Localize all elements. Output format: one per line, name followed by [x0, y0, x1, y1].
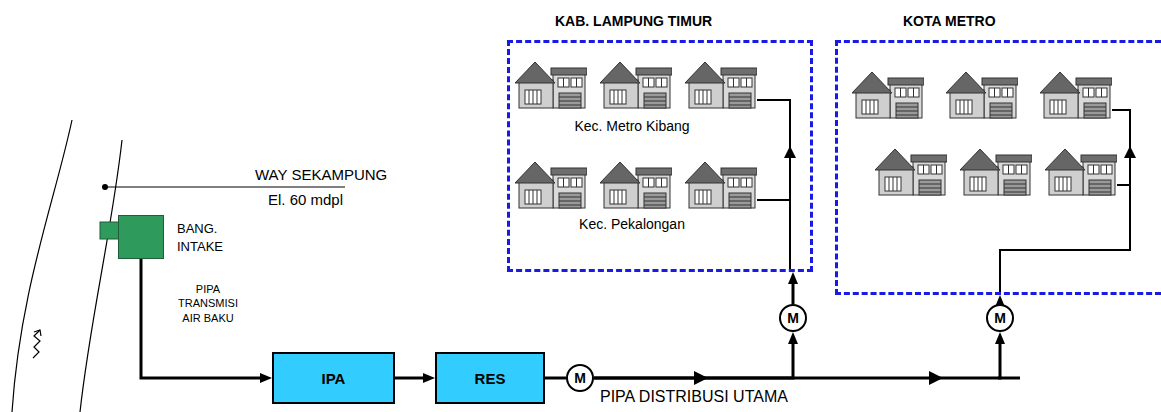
node-text: BANG. INTAKE [177, 220, 239, 255]
pipe-connector [141, 259, 272, 378]
region-title: KAB. LAMPUNG TIMUR [555, 13, 712, 29]
pipe-connector [1000, 295, 1001, 304]
pipe-name: PIPA DISTRIBUSI UTAMA [600, 388, 788, 406]
pipe-connector [594, 332, 1000, 378]
river-name: WAY SEKAMPUNG [255, 166, 387, 183]
pipe-line [545, 377, 566, 380]
river-leader [102, 184, 345, 190]
arrow-head [793, 332, 794, 344]
flow-arrows [694, 146, 1136, 385]
water-meter: M [986, 304, 1014, 332]
intake-inlet [100, 222, 119, 239]
pipe-line [792, 280, 795, 304]
pipe-line [594, 340, 793, 378]
water-meter: M [779, 304, 807, 332]
water-meter: M [566, 364, 594, 392]
pipe-line [395, 377, 427, 380]
arrow-head [423, 378, 435, 379]
region-title: KOTA METRO [903, 13, 996, 29]
meter-symbol: M [787, 311, 799, 325]
arrow-head [1000, 295, 1001, 303]
meter-symbol: M [574, 371, 586, 385]
service-region: KAB. LAMPUNG TIMUR [507, 40, 813, 272]
node-text: IPA [322, 370, 346, 387]
treatment-plant: IPA [272, 352, 395, 404]
pipe-line [141, 259, 264, 378]
reservoir: RES [435, 352, 545, 404]
meter-symbol: M [994, 311, 1006, 325]
pipe-connector [594, 332, 793, 378]
arrow-head [1000, 332, 1001, 344]
pipe-connector [545, 378, 566, 379]
river [12, 120, 122, 412]
pipe-connector [395, 378, 435, 379]
pipe-line [594, 340, 1000, 378]
district-name: Kec. Metro Kibang [557, 118, 707, 134]
service-region: KOTA METRO [835, 40, 1161, 295]
arrow-head [260, 378, 272, 379]
pipe-connector [793, 272, 794, 304]
pipe-label: PIPA TRANSMISI AIR BAKU [174, 282, 242, 325]
arrow-head [793, 272, 794, 284]
intake-building: BANG. INTAKE [118, 215, 164, 259]
elevation: El. 60 mdpl [268, 191, 343, 208]
district-name: Kec. Pekalongan [557, 216, 707, 232]
houses [515, 62, 1117, 208]
node-text: RES [475, 370, 506, 387]
